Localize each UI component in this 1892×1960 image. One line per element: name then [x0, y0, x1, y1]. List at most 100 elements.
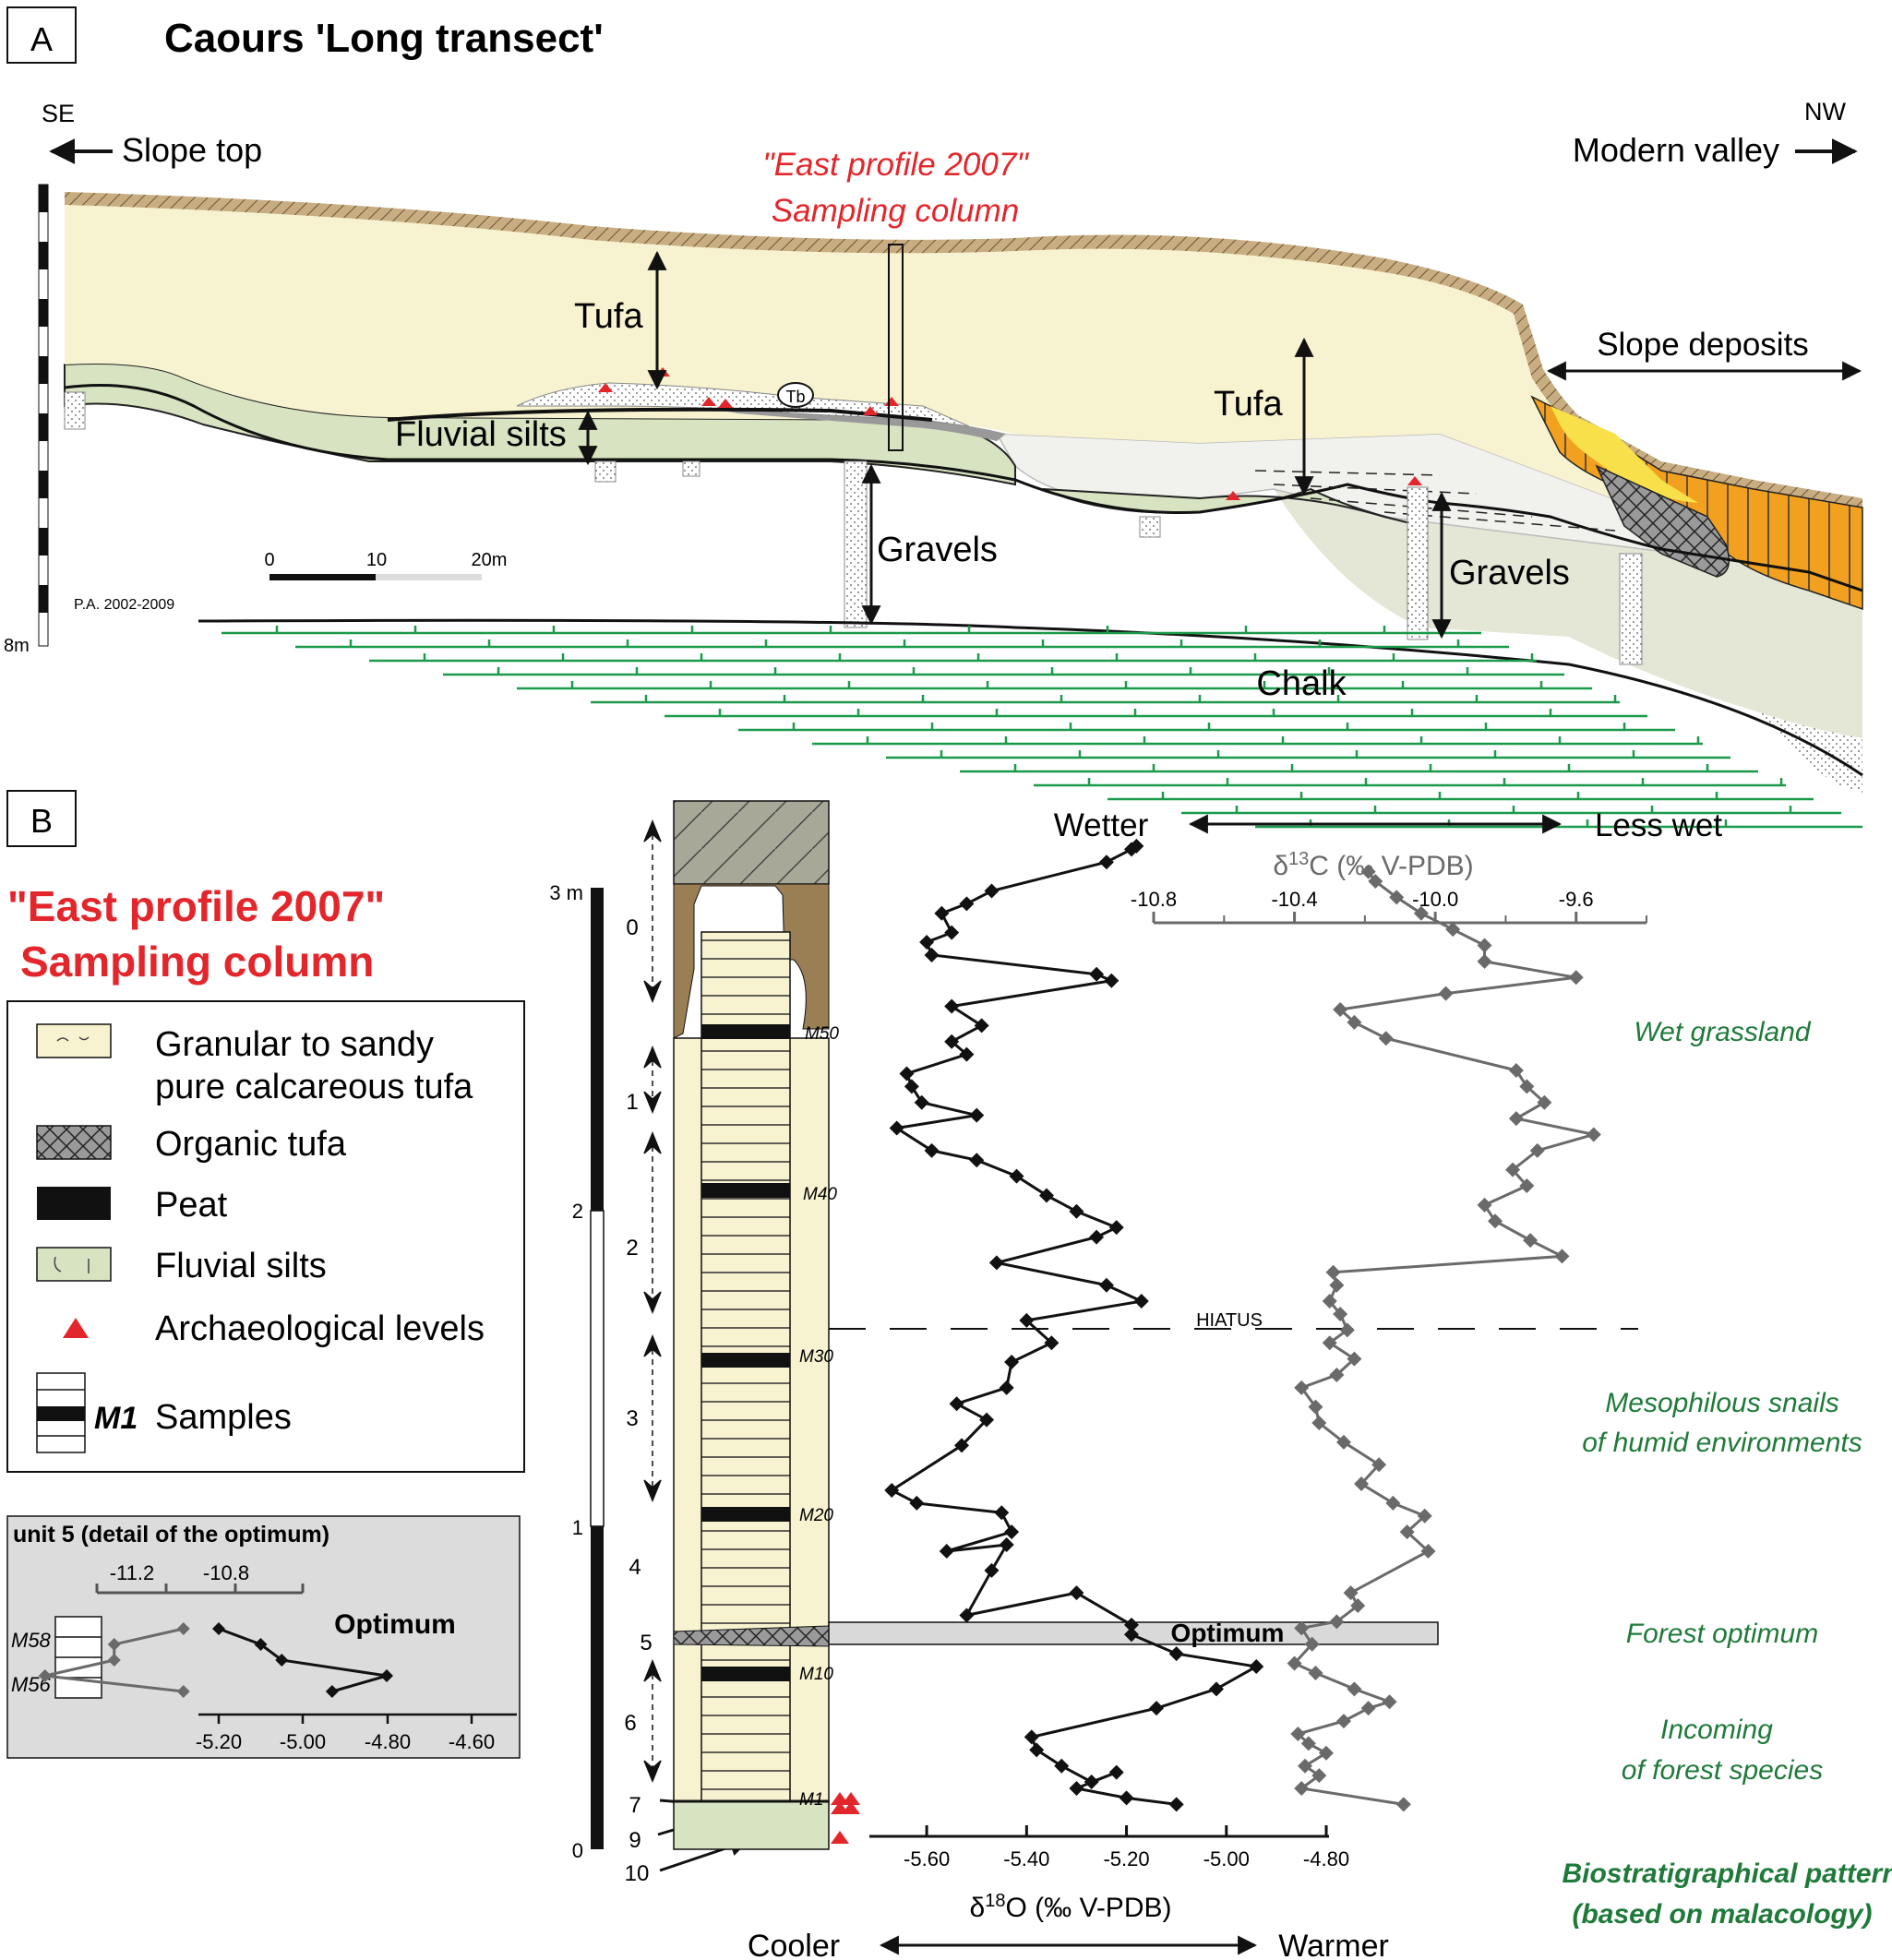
main-tufa	[65, 192, 1717, 535]
sampling-column-box	[888, 244, 904, 451]
d18o-point	[1098, 1277, 1114, 1293]
d18o-point	[999, 1380, 1014, 1395]
unit-10: 10	[625, 1861, 650, 1886]
inset-d13c-point	[176, 1622, 190, 1635]
d18o-point	[1149, 1701, 1165, 1716]
unit-4: 4	[629, 1555, 641, 1580]
d18o-point	[1098, 855, 1114, 870]
inset-bottom-tick-4: -4.60	[449, 1730, 495, 1753]
scale-bar-light	[376, 574, 482, 580]
wetter-label: Wetter	[1054, 807, 1149, 843]
d18o-point	[994, 1505, 1010, 1521]
sample-m1: M1	[799, 1790, 823, 1810]
d18o-point	[889, 1120, 904, 1136]
d18o-point	[944, 925, 960, 940]
d18o-point	[1069, 1781, 1084, 1797]
unit-arrowhead-up	[643, 1046, 662, 1069]
d13c-point	[1368, 874, 1383, 890]
d13c-point	[1294, 1781, 1310, 1797]
inset-sample-m58: M58	[11, 1629, 52, 1652]
d13c-point	[1508, 1111, 1524, 1127]
d13c-point	[1311, 1768, 1327, 1784]
legend-swatch-triangle	[63, 1318, 89, 1338]
d13c-series	[1287, 864, 1601, 1812]
legend-label-peat: Peat	[155, 1186, 228, 1225]
inset-d18o-point	[254, 1638, 268, 1651]
panel-b-title-2: Sampling column	[20, 938, 374, 986]
d13c-point	[1382, 1694, 1397, 1710]
dir-left-code: SE	[42, 100, 75, 127]
d18o-point	[959, 1046, 975, 1062]
legend-swatch-samples	[36, 1372, 86, 1453]
less-wet-label: Less wet	[1595, 807, 1722, 843]
sample-m10: M10	[799, 1665, 833, 1684]
dir-right-label: Modern valley	[1573, 131, 1779, 169]
d18o-tick-label: -4.80	[1303, 1847, 1349, 1870]
biozone-mesophilous-1: Mesophilous snails	[1605, 1388, 1838, 1418]
d18o-point	[1024, 1729, 1039, 1745]
d18o-point	[969, 1153, 985, 1168]
panel-a: A Caours 'Long transect' SE Slope top NW…	[4, 6, 1863, 829]
d18o-point	[984, 1562, 1000, 1578]
d18o-point	[1123, 1627, 1139, 1643]
legend-label-fluvial: Fluvial silts	[155, 1247, 327, 1285]
scale-10: 10	[366, 550, 387, 570]
biostrat-title-1: Biostratigraphical pattern	[1562, 1858, 1892, 1889]
inset-top-tick-2: -10.8	[203, 1561, 249, 1584]
d13c-point	[1325, 1264, 1341, 1280]
inset-d18o-point	[325, 1685, 339, 1698]
inset-title: unit 5 (detail of the optimum)	[13, 1522, 329, 1548]
slope-sand	[1754, 711, 1862, 794]
chalk-label: Chalk	[1256, 664, 1347, 703]
d18o-point	[939, 1543, 954, 1559]
sample-m40: M40	[803, 1185, 837, 1204]
d18o-point	[984, 883, 1000, 899]
depth-bar	[590, 888, 605, 1849]
legend-label-granular-2: pure calcareous tufa	[155, 1068, 473, 1106]
d18o-tick-label: -5.00	[1203, 1847, 1250, 1870]
d13c-point	[1339, 1322, 1355, 1338]
biozone-wet-grassland: Wet grassland	[1634, 1017, 1812, 1047]
depth-tick-2: 2	[572, 1200, 583, 1223]
unit-2: 2	[626, 1236, 638, 1261]
unit-arrowhead-down	[643, 1291, 662, 1314]
d13c-point	[1335, 1714, 1351, 1729]
d13c-point	[1347, 1014, 1362, 1030]
d18o-point	[1019, 1312, 1035, 1328]
sample-m30: M30	[799, 1347, 833, 1367]
d13c-point	[1304, 1636, 1320, 1652]
unit-6: 6	[624, 1711, 636, 1736]
legend-swatch-peat	[37, 1187, 111, 1220]
unit-1: 1	[626, 1090, 638, 1115]
d13c-point	[1395, 1797, 1411, 1812]
unit-arrowhead-up	[643, 1659, 662, 1682]
d13c-point	[1508, 1062, 1524, 1078]
d18o-point	[959, 1607, 975, 1623]
panel-a-label: A	[30, 20, 53, 58]
d18o-tick-label: -5.20	[1103, 1847, 1149, 1870]
depth-tick-1: 1	[572, 1516, 583, 1539]
inset-plot	[38, 1622, 393, 1698]
d18o-point	[1004, 1355, 1020, 1370]
unit-5: 5	[640, 1631, 652, 1655]
base-contact	[64, 384, 1863, 592]
panel-a-label-box	[6, 6, 77, 64]
legend-samples-prefix: M1	[94, 1401, 138, 1436]
d18o-point	[924, 1142, 940, 1158]
d18o-point	[1168, 1646, 1184, 1662]
depth-scale-blocks	[39, 185, 48, 613]
inset-bottom-tick-2: -5.00	[280, 1730, 326, 1753]
d13c-point	[1329, 1367, 1345, 1382]
d18o-tick-label: -5.40	[1003, 1847, 1049, 1870]
unit-3: 3	[626, 1406, 638, 1431]
inset-top-tick-1: -11.2	[110, 1561, 155, 1584]
d18o-point	[959, 896, 975, 912]
d18o-point	[1004, 1524, 1020, 1540]
d13c-tick-label: -9.6	[1559, 888, 1594, 911]
d13c-point	[1537, 1094, 1552, 1110]
credit: P.A. 2002-2009	[74, 597, 174, 613]
d18o-point	[1249, 1659, 1264, 1675]
d13c-point	[1477, 953, 1492, 969]
d18o-point	[974, 1018, 989, 1034]
unit-arrowhead-down	[643, 1479, 662, 1502]
